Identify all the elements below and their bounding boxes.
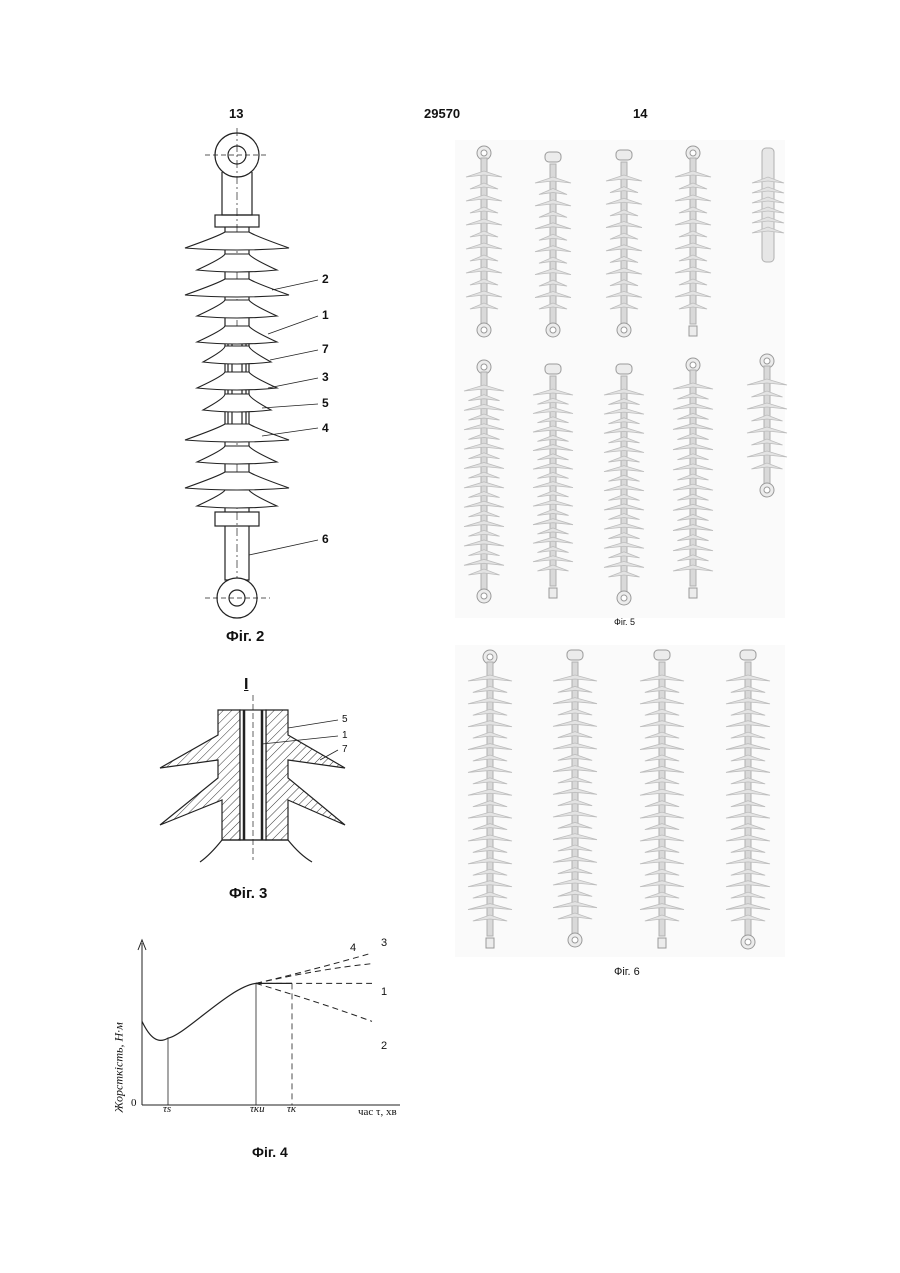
- fig5-caption: Фіг. 5: [614, 617, 635, 627]
- fig6-caption: Фіг. 6: [614, 966, 640, 978]
